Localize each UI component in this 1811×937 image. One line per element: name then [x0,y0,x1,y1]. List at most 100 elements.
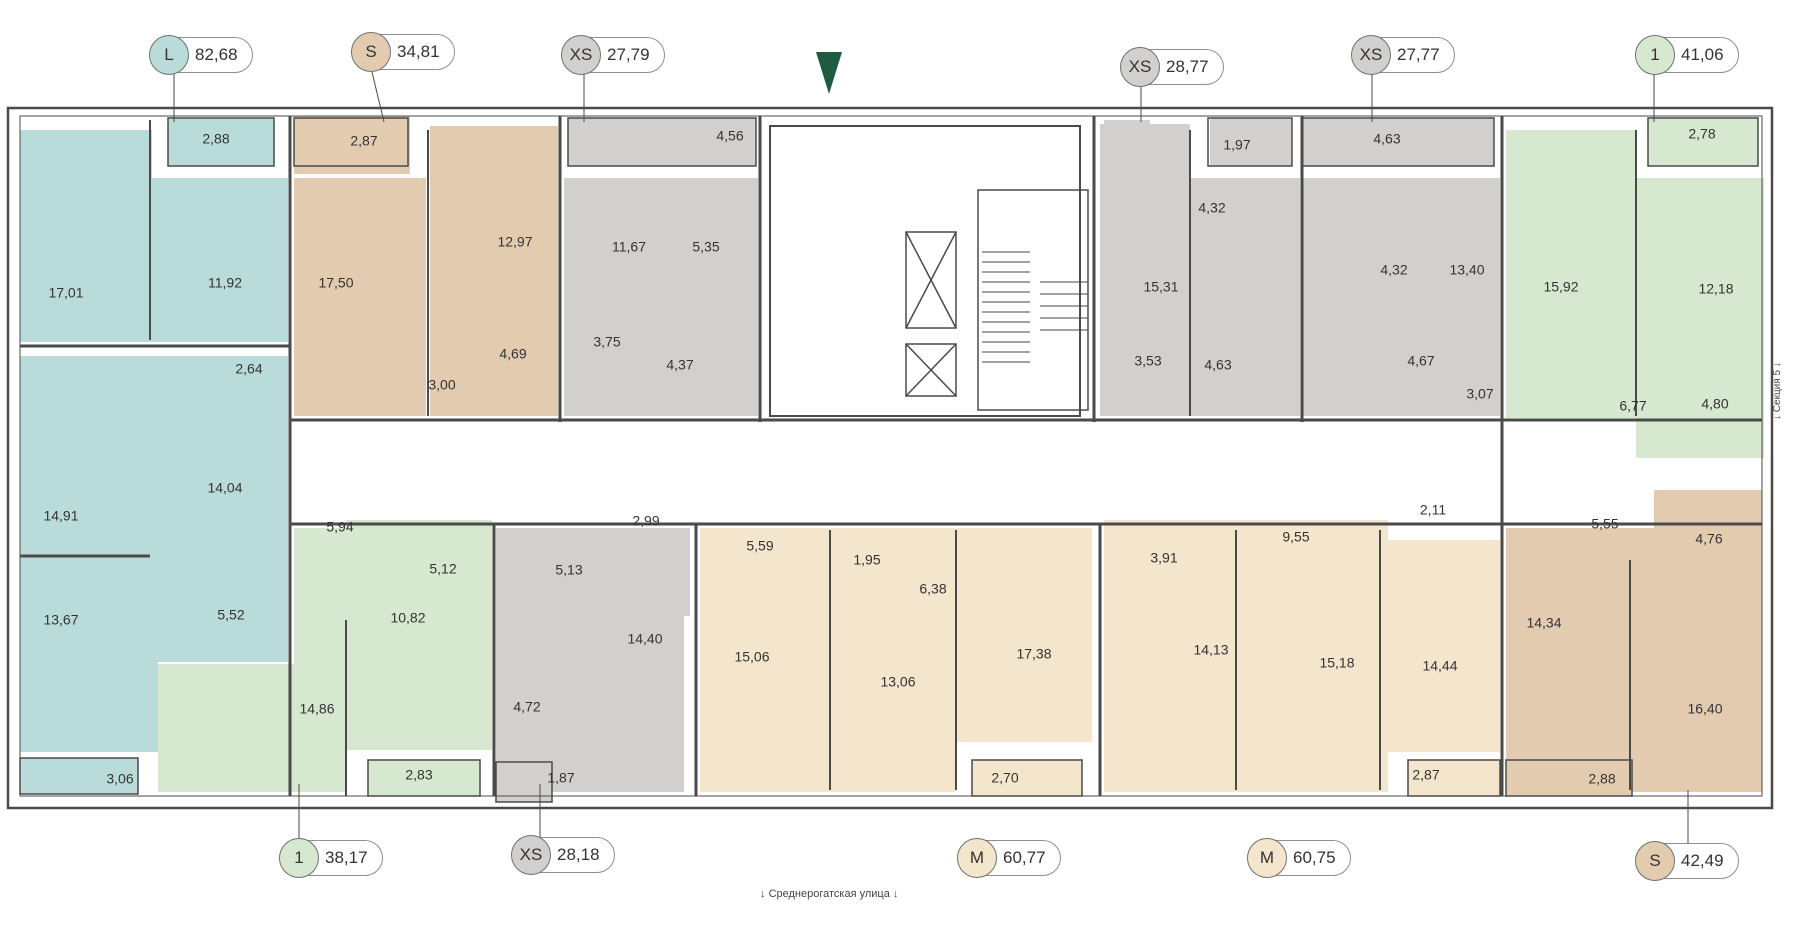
marker-type-badge: XS [1120,47,1160,87]
marker-type-badge: XS [1351,35,1391,75]
room-area-label: 5,55 [1591,516,1618,532]
room-area-label: 2,11 [1420,502,1446,518]
room-area-label: 15,92 [1543,279,1578,295]
room-area-label: 10,82 [390,610,425,626]
elevator-core [769,125,1089,417]
marker-type-badge: XS [561,35,601,75]
room-area-label: 2,99 [632,513,659,529]
apartment-s-top-zone[interactable] [294,116,558,416]
apartment-marker-s[interactable]: S 42,49 [1635,841,1739,881]
room-area-label: 5,35 [692,239,719,255]
building-walls [6,106,1774,810]
room-area-label: 5,52 [217,607,244,623]
room-area-label: 17,38 [1016,646,1051,662]
marker-area: 28,77 [1166,57,1209,76]
room-area-label: 17,01 [48,285,83,301]
room-area-label: 13,06 [880,674,915,690]
room-area-label: 6,77 [1619,398,1646,414]
room-area-label: 11,67 [612,239,646,255]
section-label: ↓ Секция 5 ↓ [1772,362,1783,420]
room-area-label: 4,76 [1695,531,1722,547]
marker-area: 41,06 [1681,45,1724,64]
room-area-label: 4,32 [1198,200,1225,216]
room-area-label: 13,67 [43,612,78,628]
room-area-label: 14,40 [627,631,662,647]
room-area-label: 2,78 [1688,126,1715,142]
room-area-label: 5,12 [429,561,456,577]
apartment-xs-bottom-zone[interactable] [496,528,690,802]
room-area-label: 2,87 [350,133,377,149]
marker-leaders [173,71,1689,844]
room-area-label: 3,00 [428,377,455,393]
room-area-label: 3,75 [593,334,620,350]
apartment-1-top-zone[interactable] [1506,118,1764,458]
apartment-m1-zone[interactable] [700,528,1092,796]
room-area-label: 14,13 [1193,642,1228,658]
room-area-label: 3,07 [1466,386,1493,402]
room-area-label: 4,80 [1701,396,1728,412]
marker-type-badge: 1 [1635,35,1675,75]
room-area-label: 13,40 [1449,262,1484,278]
room-area-label: 5,59 [746,538,773,554]
apartment-m2-zone[interactable] [1104,520,1500,796]
room-area-label: 14,91 [43,508,78,524]
room-area-label: 14,04 [207,480,242,496]
marker-type-badge: S [1635,841,1675,881]
marker-area: 60,77 [1003,848,1046,867]
apartment-l-zone[interactable] [20,118,288,794]
room-area-label: 14,44 [1422,658,1457,674]
marker-area: 60,75 [1293,848,1336,867]
marker-area: 42,49 [1681,851,1724,870]
room-area-label: 6,38 [919,581,946,597]
room-area-label: 5,94 [326,519,353,535]
staircase [982,251,1088,363]
marker-type-badge: 1 [279,838,319,878]
room-area-label: 16,40 [1687,701,1722,717]
apartment-marker-xs[interactable]: XS 27,77 [1351,35,1455,75]
apartment-marker-l[interactable]: L 82,68 [149,35,253,75]
room-area-label: 3,91 [1150,550,1177,566]
room-area-label: 1,95 [853,552,880,568]
section-name: Секция 5 [1772,369,1783,413]
marker-area: 82,68 [195,45,238,64]
room-area-label: 2,70 [991,770,1018,786]
room-area-label: 11,92 [208,275,242,291]
room-area-label: 2,87 [1412,767,1439,783]
room-area-label: 4,63 [1204,357,1231,373]
room-area-label: 4,32 [1380,262,1407,278]
street-name: Среднерогатская улица [768,888,890,900]
apartment-xs-top3-zone[interactable] [1302,118,1500,416]
entrance-arrow-icon [816,52,842,94]
apartment-marker-m[interactable]: M 60,77 [957,838,1061,878]
marker-area: 27,79 [607,45,650,64]
room-area-label: 1,87 [547,770,574,786]
apartment-s-bottom-zone[interactable] [1506,490,1762,796]
room-area-label: 17,50 [318,275,353,291]
room-area-label: 4,37 [666,357,693,373]
apartment-1-bottom-zone[interactable] [158,520,492,796]
room-area-label: 4,63 [1373,131,1400,147]
room-area-label: 12,97 [497,234,532,250]
apartment-marker-xs[interactable]: XS 27,79 [561,35,665,75]
marker-type-badge: S [351,32,391,72]
marker-type-badge: M [957,838,997,878]
room-area-label: 15,18 [1319,655,1354,671]
room-area-label: 4,67 [1407,353,1434,369]
room-area-label: 4,69 [499,346,526,362]
marker-type-badge: XS [511,835,551,875]
apartment-xs-top2-zone[interactable] [1100,118,1300,416]
apartment-xs-top1-zone[interactable] [564,118,758,416]
marker-area: 27,77 [1397,45,1440,64]
room-area-label: 2,88 [1588,771,1615,787]
room-area-labels: 2,88 17,01 11,92 2,64 14,91 14,04 13,67 … [43,126,1733,787]
room-area-label: 2,64 [235,361,262,377]
apartment-marker-xs[interactable]: XS 28,77 [1120,47,1224,87]
room-area-label: 5,13 [555,562,582,578]
marker-type-badge: L [149,35,189,75]
